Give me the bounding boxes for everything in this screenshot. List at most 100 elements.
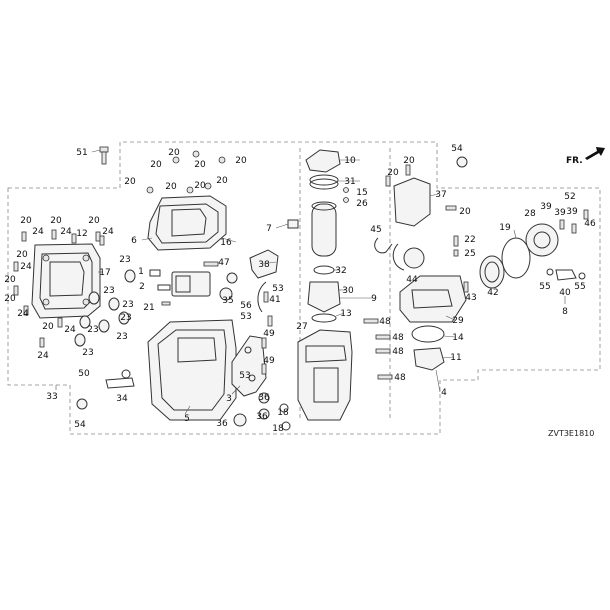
callout-c52: 52: [564, 192, 575, 202]
callout-c16: 16: [220, 238, 232, 248]
control-module: [149, 269, 211, 297]
callout-c20d: 20: [235, 156, 247, 166]
callout-c54a: 54: [451, 144, 463, 154]
callout-c48b: 48: [392, 333, 404, 343]
callout-c15: 15: [356, 188, 367, 198]
callout-c25: 25: [464, 249, 475, 259]
callout-c20c: 20: [194, 160, 206, 170]
callout-c28: 28: [524, 209, 536, 219]
side-cover-plate: [31, 243, 101, 319]
callout-c23c: 23: [122, 300, 133, 310]
front-arrow-icon: [585, 147, 605, 160]
callout-c40: 40: [559, 288, 571, 298]
clip-45: [374, 237, 393, 254]
callout-c54b: 54: [74, 420, 86, 430]
bolt-21: [161, 301, 171, 306]
callout-c56: 56: [240, 301, 252, 311]
callout-c20g: 20: [194, 181, 206, 191]
callout-c20f: 20: [165, 182, 177, 192]
callout-c23e: 23: [87, 325, 98, 335]
callout-c23f: 23: [116, 332, 127, 342]
callout-c13: 13: [340, 309, 351, 319]
callout-c8: 8: [562, 307, 568, 317]
callout-c20n: 20: [88, 216, 100, 226]
callout-c9: 9: [371, 294, 377, 304]
callout-c45: 45: [370, 225, 381, 235]
callout-c33: 33: [46, 392, 57, 402]
callout-c30: 30: [342, 286, 354, 296]
callout-c24f: 24: [64, 325, 76, 335]
callout-c39a: 39: [540, 202, 552, 212]
callout-c24e: 24: [17, 309, 29, 319]
bracket-3: [231, 335, 267, 397]
callout-c20r: 20: [42, 322, 54, 332]
callout-c37: 37: [435, 190, 446, 200]
callout-c20j: 20: [387, 168, 399, 178]
callout-c29: 29: [452, 316, 464, 326]
callout-c55a: 55: [539, 282, 550, 292]
callout-c20e: 20: [124, 177, 136, 187]
grommets: [74, 269, 136, 347]
callout-c6: 6: [131, 236, 137, 246]
callout-c36a: 36: [258, 393, 270, 403]
callout-c18b: 18: [272, 424, 284, 434]
callout-c48c: 48: [392, 347, 404, 357]
callout-c17: 17: [99, 268, 110, 278]
callout-c39b: 39: [554, 208, 566, 218]
callout-c5: 5: [184, 414, 190, 424]
callout-c23g: 23: [82, 348, 93, 358]
callout-c27: 27: [296, 322, 307, 332]
callout-c1: 1: [138, 267, 144, 277]
callout-c47: 47: [218, 258, 229, 268]
fittings: [219, 272, 291, 431]
callout-c32: 32: [335, 266, 346, 276]
callout-c31: 31: [344, 177, 355, 187]
callout-c3: 3: [226, 394, 232, 404]
top-cover: [146, 150, 227, 251]
callout-c20i: 20: [403, 156, 415, 166]
callout-c26: 26: [356, 199, 368, 209]
callout-c23b: 23: [103, 286, 114, 296]
callout-c22: 22: [464, 235, 475, 245]
callout-c55b: 55: [574, 282, 585, 292]
boundary-outer: [7, 141, 601, 435]
callout-c18a: 18: [277, 408, 289, 418]
callout-c20b: 20: [150, 160, 162, 170]
callout-c48d: 48: [394, 373, 406, 383]
callout-c49b: 49: [263, 356, 275, 366]
bolts-48: [363, 318, 393, 380]
callout-c43: 43: [465, 293, 476, 303]
callout-c50: 50: [78, 369, 90, 379]
clips-54: [76, 156, 468, 410]
callout-c24a: 24: [32, 227, 44, 237]
front-direction-indicator: FR.: [566, 147, 605, 166]
callout-c49a: 49: [263, 329, 275, 339]
callout-c44: 44: [406, 275, 418, 285]
throttle-body: [392, 177, 467, 323]
callout-c20a: 20: [168, 148, 180, 158]
parts-50-34: [105, 369, 135, 389]
callout-c10: 10: [344, 156, 356, 166]
callout-c36b: 36: [256, 412, 268, 422]
callout-c20m: 20: [50, 216, 62, 226]
callout-c39c: 39: [566, 207, 578, 217]
bolts-49-53: [261, 291, 273, 375]
callout-c36c: 36: [216, 419, 228, 429]
callout-c12: 12: [76, 229, 87, 239]
front-label: FR.: [566, 156, 583, 166]
lower-housing: [147, 319, 237, 421]
callout-c19: 19: [499, 223, 511, 233]
cover-bolts: [13, 229, 105, 348]
leader-lines: [55, 149, 566, 415]
callout-c20h: 20: [216, 176, 228, 186]
hose-56: [257, 281, 267, 313]
callout-c11: 11: [450, 353, 461, 363]
callout-c35: 35: [222, 296, 233, 306]
right-bolts: [385, 164, 469, 293]
callout-c51: 51: [76, 148, 87, 158]
callout-c7: 7: [266, 224, 272, 234]
callout-c53b: 53: [240, 312, 251, 322]
callout-c46: 46: [584, 219, 596, 229]
